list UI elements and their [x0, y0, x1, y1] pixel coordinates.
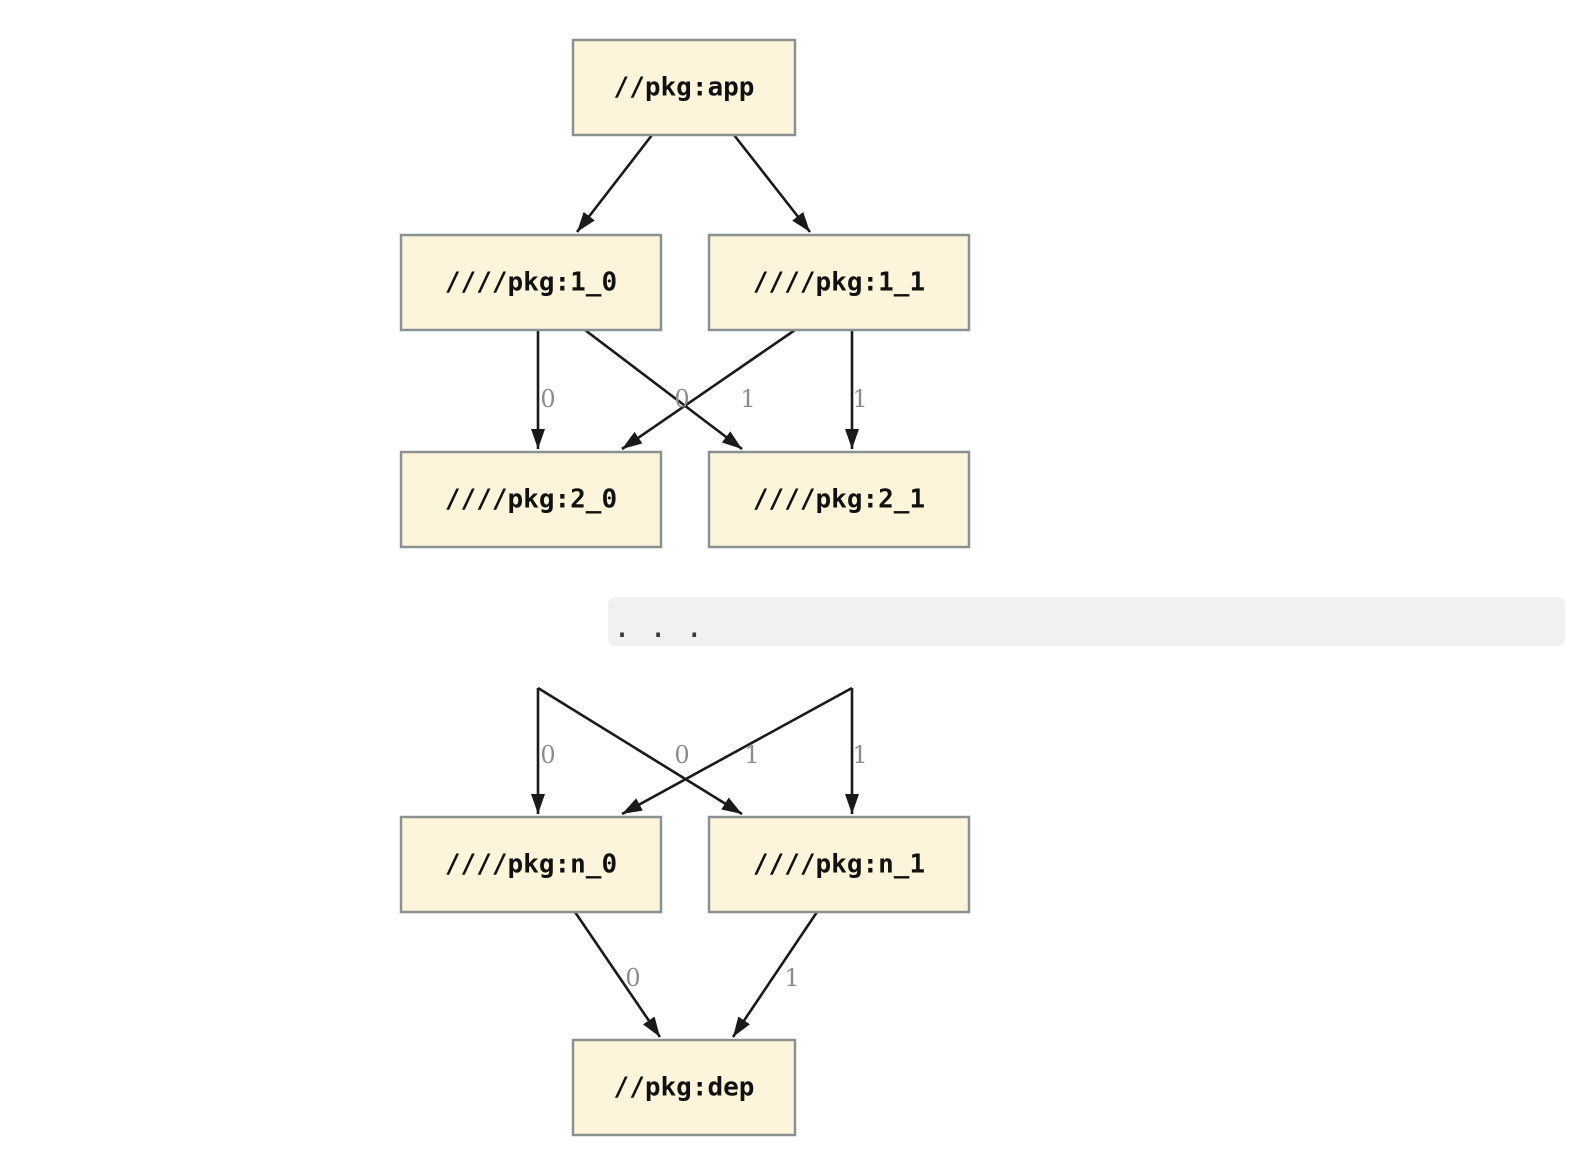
- edge-dots-to-n-1-cross: [537, 686, 743, 816]
- node-dep-box: [571, 1038, 797, 1137]
- node-pkg-2-1-box: [707, 450, 971, 549]
- node-pkg-n-1-box: [707, 815, 971, 914]
- edge-label-n-1-to-dep: 1: [784, 964, 799, 992]
- edge-label-1-1-to-2-0: 0: [674, 385, 689, 413]
- edges: [531, 134, 859, 1038]
- edge-app-to-1-0: [575, 134, 654, 233]
- edge-1-1-to-2-0: [621, 328, 796, 451]
- edge-label-1-0-to-2-1: 1: [740, 385, 755, 413]
- node-pkg-2-0-label: ////pkg:2_0: [445, 485, 617, 515]
- edge-label-1-1-to-2-1: 1: [852, 385, 867, 413]
- node-pkg-1-0-label: ////pkg:1_0: [445, 268, 617, 298]
- node-pkg-1-1-box: [707, 233, 971, 332]
- node-pkg-2-1: ////pkg:2_1: [707, 450, 971, 549]
- node-app-label: //pkg:app: [614, 73, 755, 103]
- edge-dots-to-n-0-cross: [621, 686, 853, 816]
- node-pkg-n-1: ////pkg:n_1: [707, 815, 971, 914]
- edge-label-dots-to-n-0-left: 0: [540, 741, 555, 769]
- node-dep-label: //pkg:dep: [614, 1073, 755, 1103]
- edge-labels: 0 0 1 1 0 0 1 1 0 1: [540, 385, 867, 992]
- node-app: //pkg:app: [571, 38, 797, 137]
- node-pkg-1-0-box: [399, 233, 663, 332]
- node-dep: //pkg:dep: [571, 1038, 797, 1137]
- edge-label-1-0-to-2-0: 0: [540, 385, 555, 413]
- node-pkg-2-0: ////pkg:2_0: [399, 450, 663, 549]
- node-pkg-2-0-box: [399, 450, 663, 549]
- ellipsis-text: . . .: [613, 610, 703, 645]
- node-pkg-n-1-label: ////pkg:n_1: [753, 850, 925, 880]
- node-pkg-1-1-label: ////pkg:1_1: [753, 268, 925, 298]
- node-pkg-1-1: ////pkg:1_1: [707, 233, 971, 332]
- edge-label-dots-to-n-1-cross: 1: [744, 741, 759, 769]
- node-pkg-n-0-label: ////pkg:n_0: [445, 850, 617, 880]
- node-pkg-1-0: ////pkg:1_0: [399, 233, 663, 332]
- node-pkg-n-0: ////pkg:n_0: [399, 815, 663, 914]
- nodes: //pkg:app ////pkg:1_0 ////pkg:1_1 ////pk…: [399, 38, 971, 1137]
- node-pkg-2-1-label: ////pkg:2_1: [753, 485, 925, 515]
- ellipsis-bar-background: [608, 597, 1565, 646]
- node-app-box: [571, 38, 797, 137]
- node-pkg-n-0-box: [399, 815, 663, 914]
- edge-label-dots-to-n-0-cross: 0: [674, 741, 689, 769]
- edge-n-1-to-dep: [731, 911, 819, 1038]
- edge-1-0-to-2-1: [584, 328, 743, 451]
- ellipsis-bar: . . .: [608, 597, 1565, 646]
- edge-app-to-1-1: [732, 134, 812, 233]
- edge-label-dots-to-n-1-right: 1: [852, 741, 867, 769]
- edge-label-n-0-to-dep: 0: [625, 964, 640, 992]
- edge-n-0-to-dep: [573, 911, 662, 1038]
